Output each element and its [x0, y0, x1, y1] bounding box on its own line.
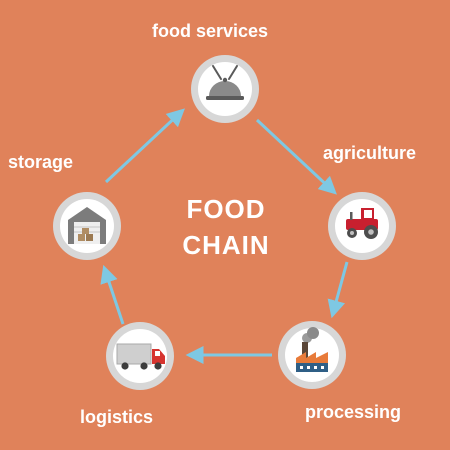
arrow-storage-to-food — [104, 108, 185, 184]
node-processing — [278, 321, 346, 389]
node-agriculture — [328, 192, 396, 260]
title-line-2: CHAIN — [182, 230, 270, 260]
arrow-food-to-agriculture — [255, 118, 337, 195]
label-storage: storage — [8, 152, 74, 172]
tractor-icon — [346, 208, 378, 239]
node-food-services — [191, 55, 259, 123]
factory-icon — [296, 327, 328, 372]
node-logistics — [106, 322, 174, 390]
label-agriculture: agriculture — [323, 143, 417, 163]
truck-icon — [116, 343, 165, 370]
node-storage — [53, 192, 121, 260]
label-logistics: logistics — [80, 407, 154, 427]
cloche-cutlery-icon — [206, 65, 244, 100]
arrow-agriculture-to-processing — [327, 261, 349, 319]
label-processing: processing — [305, 402, 402, 422]
arrow-logistics-to-storage — [100, 264, 125, 325]
warehouse-icon — [68, 207, 106, 244]
title-line-1: FOOD — [186, 194, 266, 224]
label-food-services: food services — [152, 21, 269, 41]
